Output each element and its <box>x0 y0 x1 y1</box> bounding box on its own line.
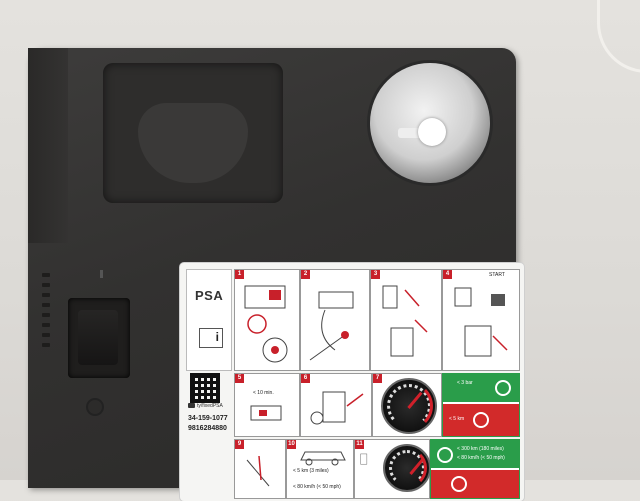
side-vents <box>42 273 50 353</box>
step-panel: 10 < 5 km (3 miles) < 80 km/h (< 50 mph) <box>286 439 354 499</box>
vent-slot <box>42 333 50 337</box>
fail-text: < 5 km <box>449 416 465 422</box>
youtube-icon <box>188 403 195 409</box>
ok-distance-text: < 300 km (180 miles) <box>457 446 504 452</box>
step-number: 1 <box>235 270 244 279</box>
manual-book-icon: i <box>199 328 223 348</box>
step-number: 10 <box>287 440 296 449</box>
youtube-reference: ty/fixedPSA <box>188 403 223 409</box>
step-sketch <box>360 453 368 465</box>
check-icon <box>437 447 453 463</box>
ok-speed-text: < 80 km/h (< 50 mph) <box>457 455 505 461</box>
pressure-gauge-icon <box>383 444 431 492</box>
time-limit-text: < 10 min. <box>253 390 274 396</box>
qr-code-icon <box>190 373 220 403</box>
step-panel: 2 <box>300 269 370 371</box>
cap-stem <box>398 128 422 138</box>
step-sketch <box>244 285 288 363</box>
holder-recess <box>138 103 248 183</box>
cap-valve <box>418 118 446 146</box>
cable <box>597 0 640 73</box>
vent-slot <box>42 323 50 327</box>
device-side-notch <box>28 48 68 243</box>
step-panel: 12 < 300 km (180 miles) < 80 km/h (< 50 … <box>430 439 520 499</box>
step-number: 4 <box>443 270 452 279</box>
distance-text: < 5 km (3 miles) <box>293 468 329 474</box>
step-panel: 7 <box>372 373 442 437</box>
fail-panel <box>431 470 519 498</box>
prohibited-icon <box>473 412 489 428</box>
vent-slot <box>42 283 50 287</box>
part-code-1: 34-159-1077 <box>188 415 228 422</box>
switch-marker <box>100 270 103 278</box>
sealant-bottle-holder[interactable] <box>103 63 283 203</box>
step-panel: 4 START <box>442 269 520 371</box>
step-number: 2 <box>301 270 310 279</box>
sealant-cap[interactable] <box>370 63 490 183</box>
instruction-label: PSA i ty/fixedPSA 34-159-1077 9816284880… <box>180 263 524 501</box>
ok-panel: < 300 km (180 miles) < 80 km/h (< 50 mph… <box>431 440 519 468</box>
info-letter: i <box>215 330 219 344</box>
step-panel: 5 < 10 min. <box>234 373 300 437</box>
step-sketch <box>382 285 428 357</box>
vent-slot <box>42 303 50 307</box>
ok-panel: < 3 bar <box>443 374 519 402</box>
step-panel: 8 < 3 bar < 5 km <box>442 373 520 437</box>
prohibited-icon <box>451 476 467 492</box>
step-number: 3 <box>371 270 380 279</box>
screw <box>86 398 104 416</box>
ok-pressure-text: < 3 bar <box>457 380 473 386</box>
youtube-text: ty/fixedPSA <box>197 403 223 409</box>
step-panel: 11 <box>354 439 431 499</box>
vent-slot <box>42 313 50 317</box>
step-panel: 3 <box>370 269 442 371</box>
part-code-2: 9816284880 <box>188 425 227 432</box>
vent-slot <box>42 293 50 297</box>
vent-slot <box>42 343 50 347</box>
step-sketch <box>300 451 346 466</box>
step-number: 7 <box>373 374 382 383</box>
step-number: 5 <box>235 374 244 383</box>
step-sketch <box>250 405 282 421</box>
gauge-red-zone <box>385 382 433 430</box>
step-number: 11 <box>355 440 364 449</box>
step-number: 6 <box>301 374 310 383</box>
brand-logo: PSA <box>195 288 224 303</box>
check-icon <box>495 380 511 396</box>
vent-slot <box>42 273 50 277</box>
step-sketch <box>454 287 508 357</box>
fail-panel: < 5 km <box>443 404 519 436</box>
power-switch[interactable] <box>78 310 118 365</box>
gauge-red-zone <box>387 448 427 488</box>
step-sketch <box>309 291 354 361</box>
step-panel: 6 <box>300 373 372 437</box>
tire-compressor-kit: PSA i ty/fixedPSA 34-159-1077 9816284880… <box>28 48 524 501</box>
brand-cell: PSA i <box>186 269 232 371</box>
step-sketch <box>246 455 270 487</box>
step-number: 9 <box>235 440 244 449</box>
step-sketch <box>310 391 364 425</box>
pressure-gauge-icon <box>381 378 437 434</box>
step-panel: 9 <box>234 439 286 499</box>
step-panel: 1 <box>234 269 300 371</box>
start-text: START <box>489 272 505 278</box>
